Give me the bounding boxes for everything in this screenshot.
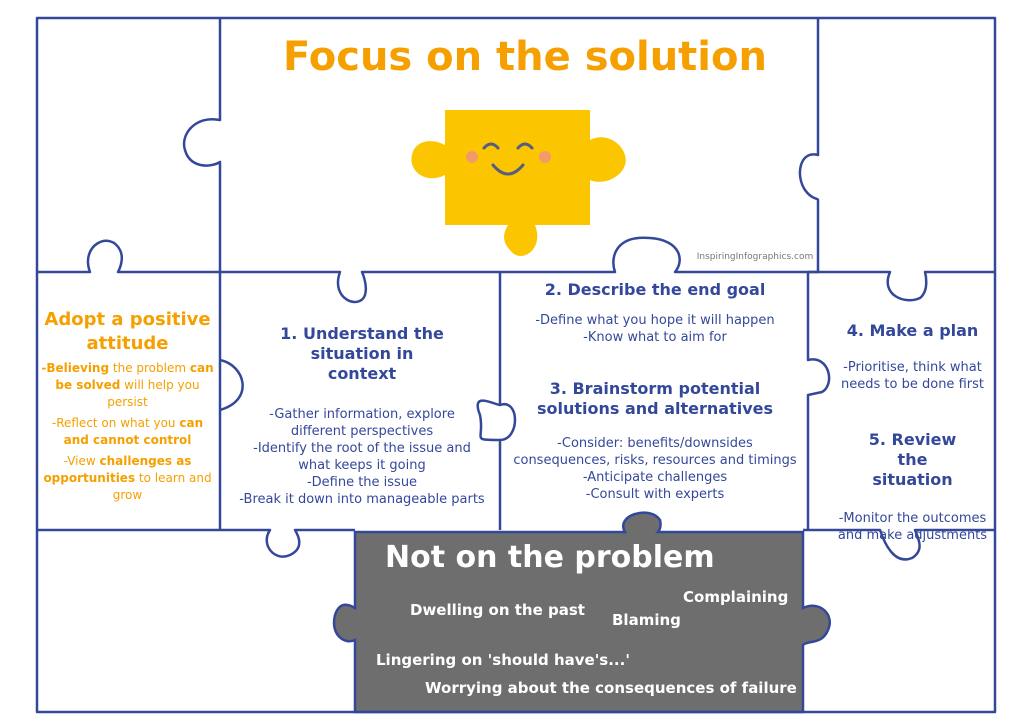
positive-attitude-section: Adopt a positive attitude -Believing the… [40, 308, 215, 504]
step-item: -Consult with experts [585, 487, 725, 502]
step-heading: 4. Make a plan [846, 321, 979, 340]
step-3: 3. Brainstorm potential solutions and al… [505, 379, 805, 503]
problem-heading: Not on the problem [385, 540, 715, 575]
step-item: -Define the issue [306, 475, 418, 490]
problem-item: Blaming [612, 611, 681, 629]
step-heading: 2. Describe the end goal [544, 280, 766, 299]
step-item: -Define what you hope it will happen [535, 313, 775, 328]
step-item: -Break it down into manageable parts [239, 492, 485, 507]
step-item: -Identify the root of the issue and what… [253, 441, 471, 473]
step-heading: 3. Brainstorm potential solutions and al… [536, 379, 773, 418]
problem-piece [332, 511, 831, 714]
positive-item: -Reflect on what you can and cannot cont… [51, 416, 204, 447]
step-item: -Anticipate challenges [582, 470, 728, 485]
step-1: 1. Understand the situation in context -… [228, 324, 496, 508]
step-item: -Prioritise, think what needs to be done… [841, 360, 984, 392]
step-heading: 5. Review the situation [868, 430, 957, 489]
positive-item: -Believing the problem can be solved wil… [41, 361, 214, 409]
problem-item: Worrying about the consequences of failu… [425, 679, 797, 697]
smiling-puzzle-piece [411, 110, 626, 256]
step-item: -Know what to aim for [583, 330, 727, 345]
positive-item: -View challenges as opportunities to lea… [43, 454, 212, 502]
problem-item: Dwelling on the past [410, 601, 585, 619]
step-5: 5. Review the situation -Monitor the out… [835, 430, 990, 544]
watermark: InspiringInfographics.com [696, 252, 814, 262]
problem-item: Lingering on 'should have's...' [376, 651, 630, 669]
step-item: -Consider: benefits/downsides consequenc… [513, 436, 797, 468]
step-2: 2. Describe the end goal -Define what yo… [505, 280, 805, 346]
page-title: Focus on the solution [283, 34, 767, 80]
problem-item: Complaining [683, 588, 789, 606]
positive-heading: Adopt a positive attitude [44, 309, 211, 354]
step-item: -Gather information, explore different p… [269, 407, 455, 439]
step-4: 4. Make a plan -Prioritise, think what n… [835, 321, 990, 393]
step-heading: 1. Understand the situation in context [280, 324, 444, 383]
step-item: -Monitor the outcomes and make adjustmen… [837, 511, 988, 543]
